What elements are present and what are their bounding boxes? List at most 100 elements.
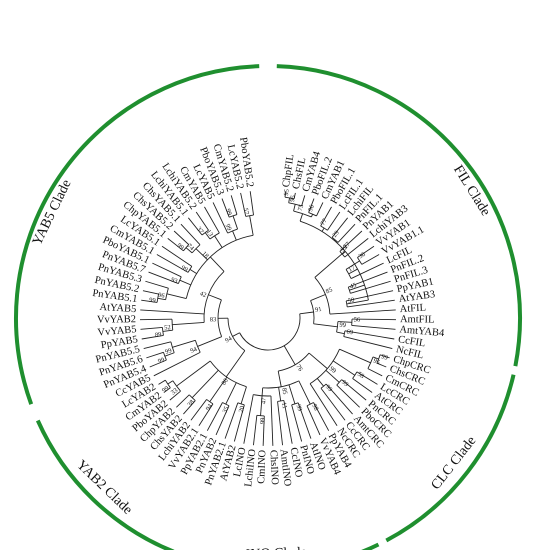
branch-radial bbox=[140, 326, 163, 330]
branch-radial bbox=[321, 227, 325, 232]
bootstrap-value: 37 bbox=[195, 226, 205, 236]
branch-radial bbox=[336, 331, 345, 335]
branch-radial bbox=[190, 399, 207, 421]
branch-radial bbox=[325, 383, 353, 415]
branch-radial bbox=[376, 362, 387, 368]
branch-radial bbox=[352, 378, 373, 393]
bootstrap-value: 99 bbox=[259, 417, 266, 424]
bootstrap-value: 99 bbox=[149, 297, 156, 305]
tip-label: AtYAB3 bbox=[398, 289, 436, 305]
clade-arc-yab2 bbox=[35, 419, 175, 550]
branch-radial bbox=[232, 332, 240, 337]
bootstrap-value: 76 bbox=[294, 364, 304, 374]
bootstrap-value: 86 bbox=[220, 377, 230, 387]
bootstrap-value: 89 bbox=[155, 331, 163, 339]
bootstrap-value: 96 bbox=[307, 203, 316, 212]
bootstrap-value: 91 bbox=[315, 306, 323, 314]
branch-radial bbox=[350, 280, 391, 294]
tip-label: ChpFIL bbox=[281, 154, 297, 188]
branch-radial bbox=[169, 390, 181, 401]
branch-radial bbox=[162, 329, 173, 332]
bootstrap-value: 95 bbox=[283, 189, 291, 196]
branch-radial bbox=[309, 383, 338, 427]
branch-radial bbox=[157, 297, 166, 301]
branch-radial bbox=[209, 376, 228, 402]
branch-arc bbox=[299, 220, 369, 301]
tip-label: ChsINO bbox=[268, 450, 280, 486]
branch-radial bbox=[293, 192, 296, 199]
tip-label: AmtFIL bbox=[400, 314, 435, 325]
bootstrap-value: 45 bbox=[349, 282, 358, 291]
branch-radial bbox=[208, 294, 222, 301]
tip-label: CmINO bbox=[256, 449, 268, 484]
branch-radial bbox=[179, 279, 191, 286]
branch-radial bbox=[140, 309, 205, 315]
branch-radial bbox=[158, 379, 166, 385]
tip-label: VvYAB5 bbox=[97, 324, 137, 338]
bootstrap-value: 99 bbox=[180, 264, 189, 273]
branch-radial bbox=[230, 195, 238, 215]
branch-arc bbox=[209, 360, 247, 388]
branch-radial bbox=[187, 217, 203, 236]
bootstrap-value: 99 bbox=[340, 379, 349, 389]
bootstrap-value: 56 bbox=[354, 316, 361, 323]
branch-radial bbox=[262, 415, 265, 446]
bootstrap-value: 99 bbox=[295, 404, 304, 412]
branch-radial bbox=[320, 206, 332, 227]
branch-arc bbox=[376, 354, 381, 364]
tip-label: AmtINO bbox=[278, 449, 293, 488]
branch-radial bbox=[310, 294, 326, 301]
branch-radial bbox=[339, 230, 363, 252]
branch-arc bbox=[185, 234, 254, 299]
branch-radial bbox=[361, 254, 380, 265]
tip-labels: ChpFILChsFILCmYAB4PboFIL.2CmYAB1PboFIL.1… bbox=[92, 137, 446, 488]
bootstrap-value: 94 bbox=[189, 346, 198, 355]
clade-label-ino: INO Clade bbox=[245, 545, 307, 550]
clade-arc-clc bbox=[385, 374, 516, 543]
branch-radial bbox=[284, 191, 287, 198]
branch-radial bbox=[288, 384, 296, 405]
branch-radial bbox=[232, 215, 238, 230]
branch-radial bbox=[278, 387, 282, 402]
branch-radial bbox=[277, 401, 284, 446]
branch-radial bbox=[342, 251, 346, 255]
branch-radial bbox=[225, 382, 237, 405]
branch-radial bbox=[343, 336, 393, 349]
branch-radial bbox=[331, 217, 349, 238]
branch-radial bbox=[346, 299, 369, 305]
branch-arc bbox=[277, 400, 284, 402]
bootstrap-value: 99 bbox=[380, 353, 388, 362]
bootstrap-value: 33 bbox=[170, 387, 179, 397]
bootstrap-value: 77 bbox=[319, 217, 329, 227]
bootstrap-value: 99 bbox=[224, 223, 233, 232]
branch-radial bbox=[313, 323, 338, 328]
branch-radial bbox=[167, 380, 174, 385]
bootstrap-value: 99 bbox=[175, 242, 184, 252]
branch-arc bbox=[284, 196, 295, 200]
branch-radial bbox=[240, 386, 247, 405]
branch-radial bbox=[351, 318, 396, 321]
branch-radial bbox=[325, 369, 340, 383]
branch-radial bbox=[260, 395, 263, 416]
branch-radial bbox=[299, 311, 314, 315]
clade-arc-fil bbox=[276, 64, 522, 367]
branch-radial bbox=[297, 402, 312, 439]
branch-radial bbox=[225, 350, 246, 377]
branch-radial bbox=[316, 378, 324, 387]
branch-radial bbox=[350, 262, 384, 279]
branch-radial bbox=[288, 197, 291, 203]
branch-radial bbox=[146, 351, 164, 359]
branch-radial bbox=[320, 387, 346, 421]
branch-radial bbox=[348, 268, 358, 275]
branch-radial bbox=[337, 321, 352, 323]
branch-arc bbox=[343, 330, 346, 337]
branch-radial bbox=[314, 250, 346, 278]
bootstrap-value: 27 bbox=[342, 240, 352, 250]
branch-radial bbox=[337, 223, 356, 243]
bootstrap-value: 18 bbox=[200, 250, 210, 260]
branch-radial bbox=[367, 368, 383, 377]
branch-radial bbox=[332, 360, 356, 376]
branch-radial bbox=[141, 299, 158, 303]
branch-arc bbox=[170, 341, 175, 353]
